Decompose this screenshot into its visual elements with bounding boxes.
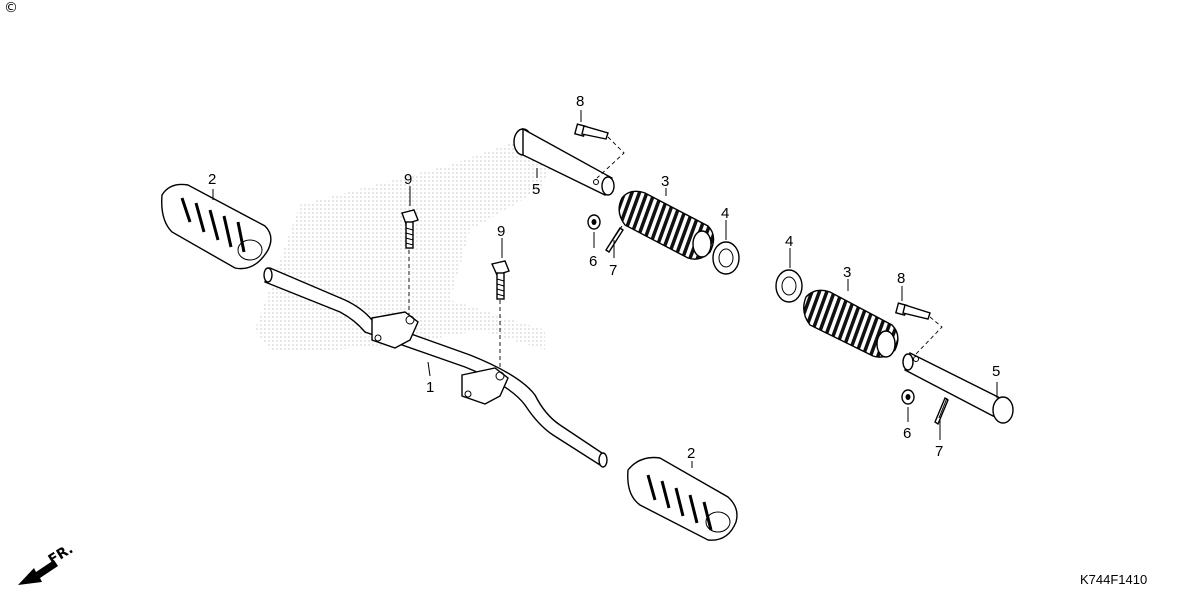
pin-part-8-lower	[894, 286, 943, 356]
grip-part-3-upper	[618, 188, 715, 260]
callout-8-upper: 8	[576, 93, 584, 110]
step-rubber-part-2-right	[627, 456, 738, 541]
callout-6-upper: 6	[589, 253, 597, 270]
step-rubber-part-2-left	[161, 183, 272, 270]
cotter-pin-part-7-lower	[934, 396, 949, 440]
cotter-pin-part-7-upper	[605, 225, 624, 258]
arrow-down-left-icon: FR.	[18, 541, 76, 585]
callout-4-upper: 4	[721, 205, 729, 222]
callout-2-left: 2	[208, 171, 216, 188]
callout-7-lower: 7	[935, 443, 943, 460]
grip-part-3-lower	[803, 279, 899, 358]
callout-6-lower: 6	[903, 425, 911, 442]
step-bar-part-1	[263, 267, 608, 468]
callout-3-lower: 3	[843, 264, 851, 281]
bolt-part-9-left	[401, 186, 419, 315]
callout-4-lower: 4	[785, 233, 793, 250]
washer-part-4-lower	[775, 248, 803, 303]
callout-3-upper: 3	[661, 173, 669, 190]
callout-9-right: 9	[497, 223, 505, 240]
callout-7-upper: 7	[609, 262, 617, 279]
washer-part-4-upper	[712, 220, 740, 275]
pin-part-5-lower	[902, 351, 1014, 424]
callout-5-upper: 5	[532, 181, 540, 198]
diagram-code: K744F1410	[1080, 572, 1147, 587]
callout-2-right: 2	[687, 445, 695, 462]
callout-8-lower: 8	[897, 270, 905, 287]
pin-part-5-upper	[513, 127, 615, 196]
callout-5-lower: 5	[992, 363, 1000, 380]
callout-9-left: 9	[404, 171, 412, 188]
bolt-part-9-right	[491, 238, 510, 368]
pin-part-8-upper	[573, 110, 625, 179]
washer-part-6-lower	[901, 389, 915, 422]
callout-1: 1	[426, 379, 434, 396]
copyright-mark: ©	[4, 0, 18, 16]
washer-part-6-upper	[587, 214, 601, 248]
